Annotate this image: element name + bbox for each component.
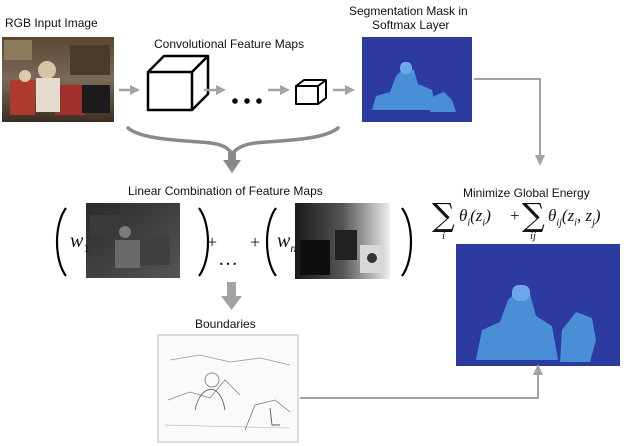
- pairwise-term: θij(zi, zj): [548, 206, 601, 229]
- plus-sign-2: +: [250, 232, 261, 252]
- sum-sub-ij: ij: [530, 230, 537, 242]
- conv-maps-label: Convolutional Feature Maps: [154, 37, 305, 51]
- seg-mask-label-line1: Segmentation Mask in: [349, 4, 468, 18]
- final-segmentation-image: [456, 244, 620, 366]
- plus-sign-1: +: [207, 232, 218, 252]
- large-cube-icon: [146, 54, 210, 112]
- arrows: [119, 78, 545, 399]
- curly-brace: [126, 126, 340, 156]
- unary-term: θi(zi): [459, 206, 491, 229]
- boundaries-label: Boundaries: [195, 317, 256, 331]
- feature-map-1-image: [86, 203, 180, 278]
- parentheses: [56, 207, 412, 277]
- sum-symbol-2: ∑: [522, 196, 545, 234]
- weight-w1: w1: [70, 230, 90, 255]
- feature-map-n-image: [295, 203, 390, 279]
- ellipsis-dots-top: [232, 98, 262, 104]
- formula-plus: +: [510, 206, 520, 225]
- seg-mask-label-line2: Softmax Layer: [372, 18, 450, 32]
- ellipsis-dots-bottom: …: [218, 248, 238, 270]
- boundaries-image: [157, 334, 299, 443]
- sum-sub-i: i: [442, 230, 446, 242]
- minimize-energy-label: Minimize Global Energy: [463, 186, 590, 200]
- segmentation-mask-image: [362, 37, 472, 122]
- brace-down-arrow: [223, 152, 241, 173]
- energy-formula: ∑ i θi(zi) + ∑ ij θij(zi, zj): [432, 196, 628, 244]
- small-cube-icon: [295, 79, 327, 105]
- rgb-input-image: [2, 37, 114, 122]
- sum-symbol-1: ∑: [432, 196, 455, 234]
- rgb-input-label: RGB Input Image: [5, 16, 98, 30]
- linear-combination-label: Linear Combination of Feature Maps: [128, 184, 323, 198]
- weight-wn: wn: [277, 230, 297, 255]
